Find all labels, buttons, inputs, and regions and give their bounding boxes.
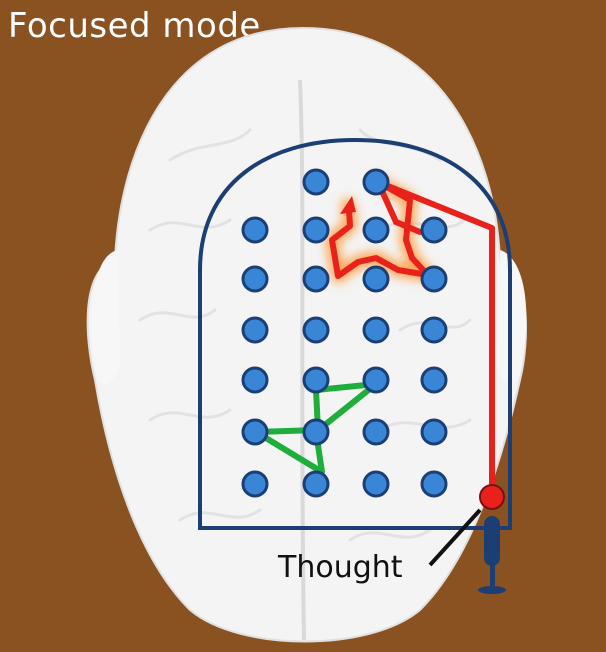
bumper-node-8 [302, 265, 330, 293]
brain-midline [298, 79, 306, 641]
bumper-node-17 [362, 366, 390, 394]
bumper-node-2 [362, 168, 390, 196]
bumper-node-26 [420, 470, 448, 498]
page-title: Focused mode [8, 6, 261, 46]
bumper-node-7 [241, 265, 269, 293]
bumper-node-9 [362, 265, 390, 293]
bumper-node-15 [241, 366, 269, 394]
arrowhead-icon [340, 196, 356, 214]
bumper-node-5 [362, 216, 390, 244]
bumper-node-13 [362, 316, 390, 344]
bumper-node-11 [241, 316, 269, 344]
red-ball-icon [479, 484, 505, 510]
bumper-node-20 [302, 418, 330, 446]
caption-thought: Thought [277, 550, 403, 585]
bumper-node-12 [302, 316, 330, 344]
caption-pointer [428, 508, 482, 567]
bumper-node-24 [302, 470, 330, 498]
pinball-frame [198, 137, 512, 530]
bumper-node-3 [241, 216, 269, 244]
bumper-node-25 [362, 470, 390, 498]
bumper-node-4 [302, 216, 330, 244]
left-ear [91, 250, 120, 384]
bumper-node-23 [241, 470, 269, 498]
bumper-node-18 [420, 366, 448, 394]
plunger-icon [478, 516, 506, 594]
bumper-node-19 [241, 418, 269, 446]
bumper-grid [241, 168, 448, 498]
bumper-node-14 [420, 316, 448, 344]
bumper-node-6 [420, 216, 448, 244]
bumper-node-1 [302, 168, 330, 196]
bumper-node-21 [362, 418, 390, 446]
bumper-node-10 [420, 265, 448, 293]
bumper-node-22 [420, 418, 448, 446]
bumper-node-16 [302, 366, 330, 394]
